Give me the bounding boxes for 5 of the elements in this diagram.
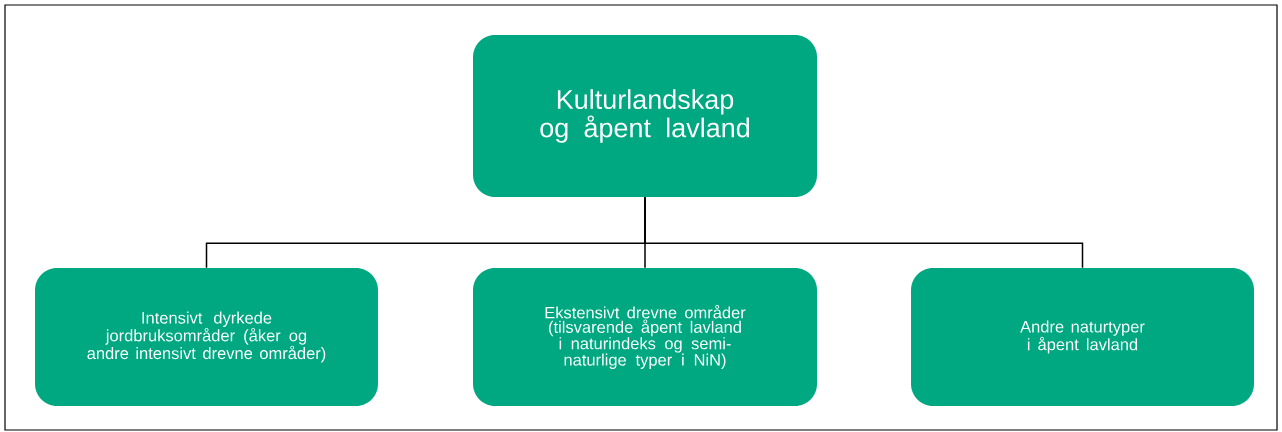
title-box: Kulturlandskap og åpent lavland — [473, 35, 817, 197]
connector-line — [644, 196, 1084, 269]
category-box: Intensivt dyrkede jordbruksområder (åker og andre intensivt drevne områder) — [35, 268, 378, 406]
category-box: Ekstensivt drevne områder (tilsvarende åpent lavland i naturindeks og semi-naturlige typer i NiN) — [473, 268, 817, 406]
category-box: Andre naturtyper i åpent lavland — [911, 268, 1254, 406]
